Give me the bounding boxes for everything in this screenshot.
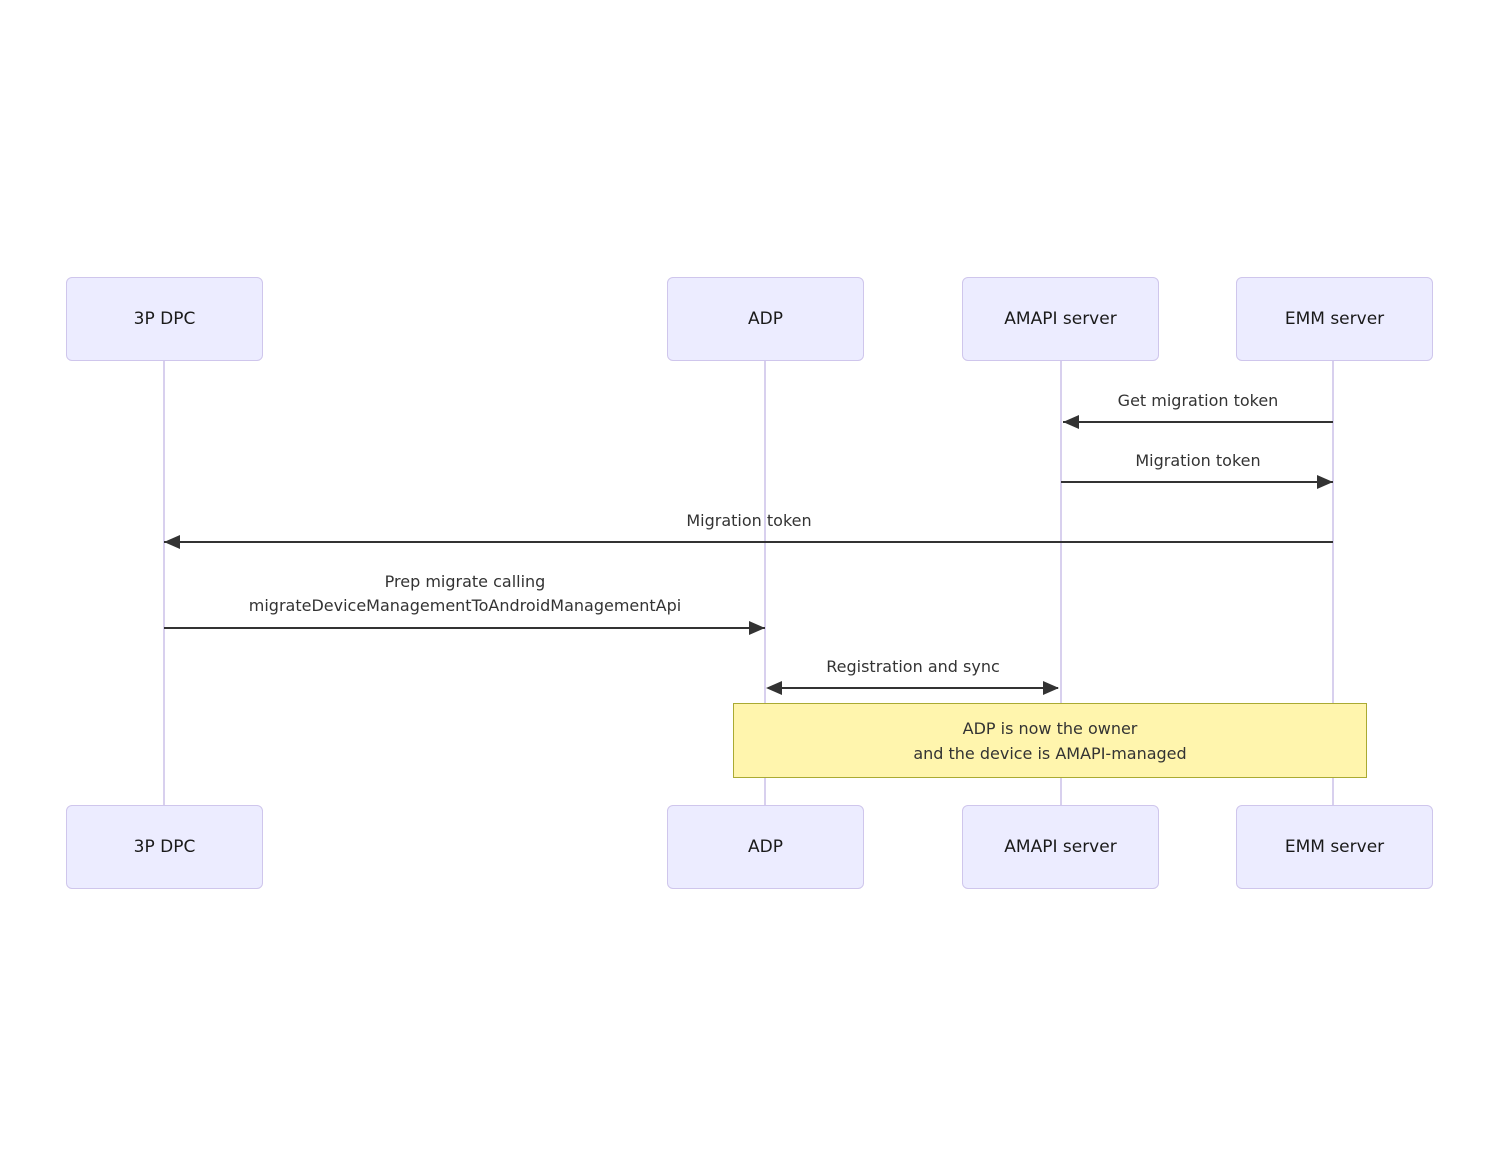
message-line-migration-token-to-emm — [1061, 481, 1333, 483]
arrowhead-left-icon — [766, 681, 782, 695]
arrowhead-left-icon — [1063, 415, 1079, 429]
actor-label: ADP — [748, 309, 783, 329]
note-line1: ADP is now the owner — [962, 718, 1138, 738]
message-label-migration-token-to-dpc: Migration token — [686, 511, 812, 530]
message-line-migration-token-to-dpc — [164, 541, 1333, 543]
message-label-migration-token-to-emm: Migration token — [1135, 451, 1261, 470]
actor-bottom-amapi-server: AMAPI server — [962, 805, 1159, 889]
arrowhead-right-icon — [1043, 681, 1059, 695]
actor-label: AMAPI server — [1004, 837, 1117, 857]
actor-bottom-emm-server: EMM server — [1236, 805, 1433, 889]
message-line-prep-migrate — [164, 627, 765, 629]
actor-bottom-adp: ADP — [667, 805, 864, 889]
arrowhead-right-icon — [749, 621, 765, 635]
actor-label: 3P DPC — [133, 837, 196, 857]
arrowhead-left-icon — [164, 535, 180, 549]
message-label-line1: Prep migrate calling — [384, 572, 546, 591]
message-label-prep-migrate: Prep migrate calling migrateDeviceManage… — [249, 570, 681, 618]
lifeline-amapi-server — [1060, 361, 1062, 805]
actor-top-emm-server: EMM server — [1236, 277, 1433, 361]
lifeline-adp — [764, 361, 766, 805]
actor-top-amapi-server: AMAPI server — [962, 277, 1159, 361]
message-label-line2: migrateDeviceManagementToAndroidManageme… — [248, 596, 682, 615]
lifeline-3p-dpc — [163, 361, 165, 805]
actor-label: ADP — [748, 837, 783, 857]
message-line-get-migration-token — [1063, 421, 1333, 423]
message-line-registration-and-sync — [768, 687, 1058, 689]
actor-top-adp: ADP — [667, 277, 864, 361]
message-label-get-migration-token: Get migration token — [1117, 391, 1279, 410]
note-line2: and the device is AMAPI-managed — [913, 743, 1187, 763]
actor-label: EMM server — [1284, 309, 1385, 329]
actor-label: 3P DPC — [133, 309, 196, 329]
actor-label: EMM server — [1284, 837, 1385, 857]
actor-top-3p-dpc: 3P DPC — [66, 277, 263, 361]
note-adp-owner: ADP is now the owner and the device is A… — [733, 703, 1367, 778]
lifeline-emm-server — [1332, 361, 1334, 805]
actor-label: AMAPI server — [1004, 309, 1117, 329]
actor-bottom-3p-dpc: 3P DPC — [66, 805, 263, 889]
message-label-registration-and-sync: Registration and sync — [826, 657, 1000, 676]
arrowhead-right-icon — [1317, 475, 1333, 489]
